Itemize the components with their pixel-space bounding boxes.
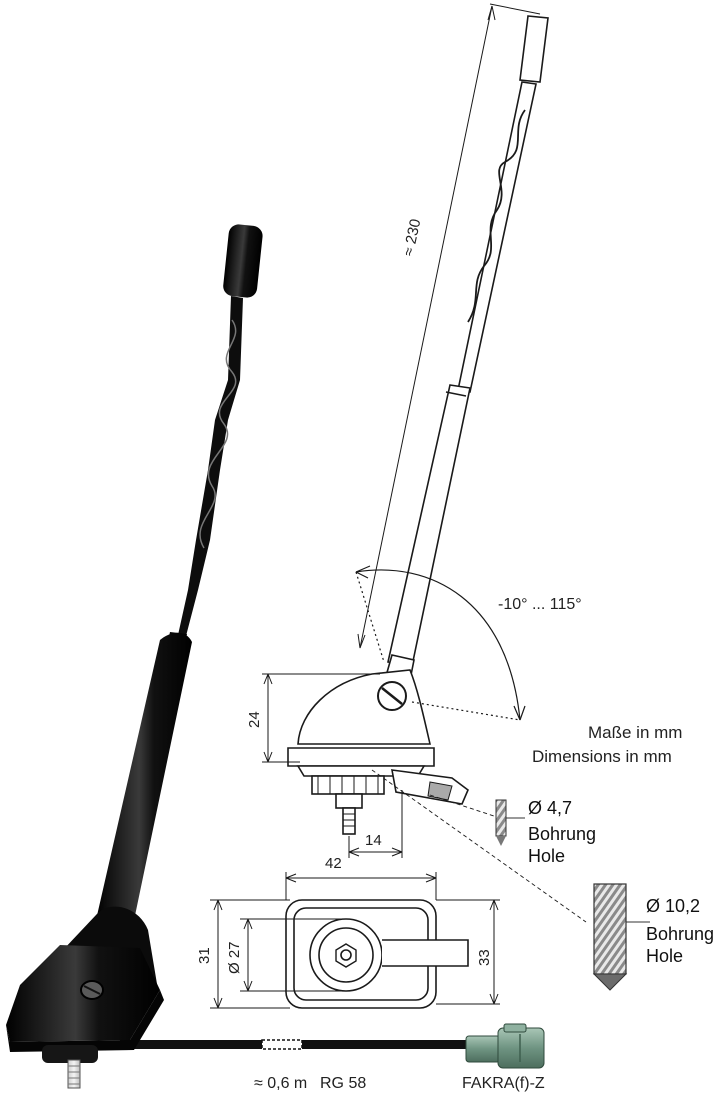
dim-angle-label: -10° ... 115° bbox=[498, 596, 582, 613]
side-view-whip bbox=[384, 15, 549, 681]
antenna-illustration bbox=[6, 224, 545, 1089]
antenna-base bbox=[6, 906, 164, 1089]
units-note-de: Maße in mm bbox=[588, 723, 683, 742]
plan-view-drawing bbox=[210, 872, 500, 1009]
side-view-drawing bbox=[262, 3, 587, 923]
dim-depth-right-label: 33 bbox=[476, 949, 493, 966]
dim-offset-lines bbox=[348, 790, 403, 858]
hole-large-diameter: Ø 10,2 bbox=[646, 896, 701, 916]
fakra-connector bbox=[465, 1023, 545, 1069]
hole-large-label-de: Bohrung bbox=[646, 924, 715, 944]
hole-small-diameter: Ø 4,7 bbox=[528, 798, 573, 818]
dim-depth-left-lines bbox=[210, 899, 290, 1009]
coax-cable bbox=[120, 1039, 470, 1050]
hole-small-label-de: Bohrung bbox=[528, 824, 597, 844]
dim-seal-lines bbox=[240, 918, 346, 992]
hole-large-label-en: Hole bbox=[646, 946, 684, 966]
dim-width-label: 42 bbox=[325, 855, 342, 872]
dim-width-lines bbox=[285, 872, 437, 900]
dim-depth-right-lines bbox=[436, 899, 500, 1005]
drill-large-icon bbox=[592, 883, 650, 991]
dim-length-lines bbox=[357, 3, 541, 649]
dim-angle-arc bbox=[355, 565, 526, 721]
dim-offset-label: 14 bbox=[365, 832, 382, 849]
dim-seal-label: Ø 27 bbox=[226, 941, 243, 974]
dim-height-label: 24 bbox=[246, 711, 263, 728]
hole-small-label-en: Hole bbox=[528, 846, 566, 866]
drill-small-icon bbox=[495, 799, 525, 846]
antenna-whip bbox=[96, 224, 263, 936]
dim-height-lines bbox=[262, 673, 380, 763]
connector-type-label: FAKRA(f)-Z bbox=[462, 1075, 545, 1092]
side-view-base bbox=[287, 669, 469, 835]
cable-type-label: RG 58 bbox=[320, 1075, 367, 1092]
cable-length-label: ≈ 0,6 m bbox=[254, 1075, 308, 1092]
dim-depth-left-label: 31 bbox=[196, 947, 213, 964]
drill-leader-lines bbox=[371, 769, 587, 923]
units-note-en: Dimensions in mm bbox=[532, 747, 672, 766]
